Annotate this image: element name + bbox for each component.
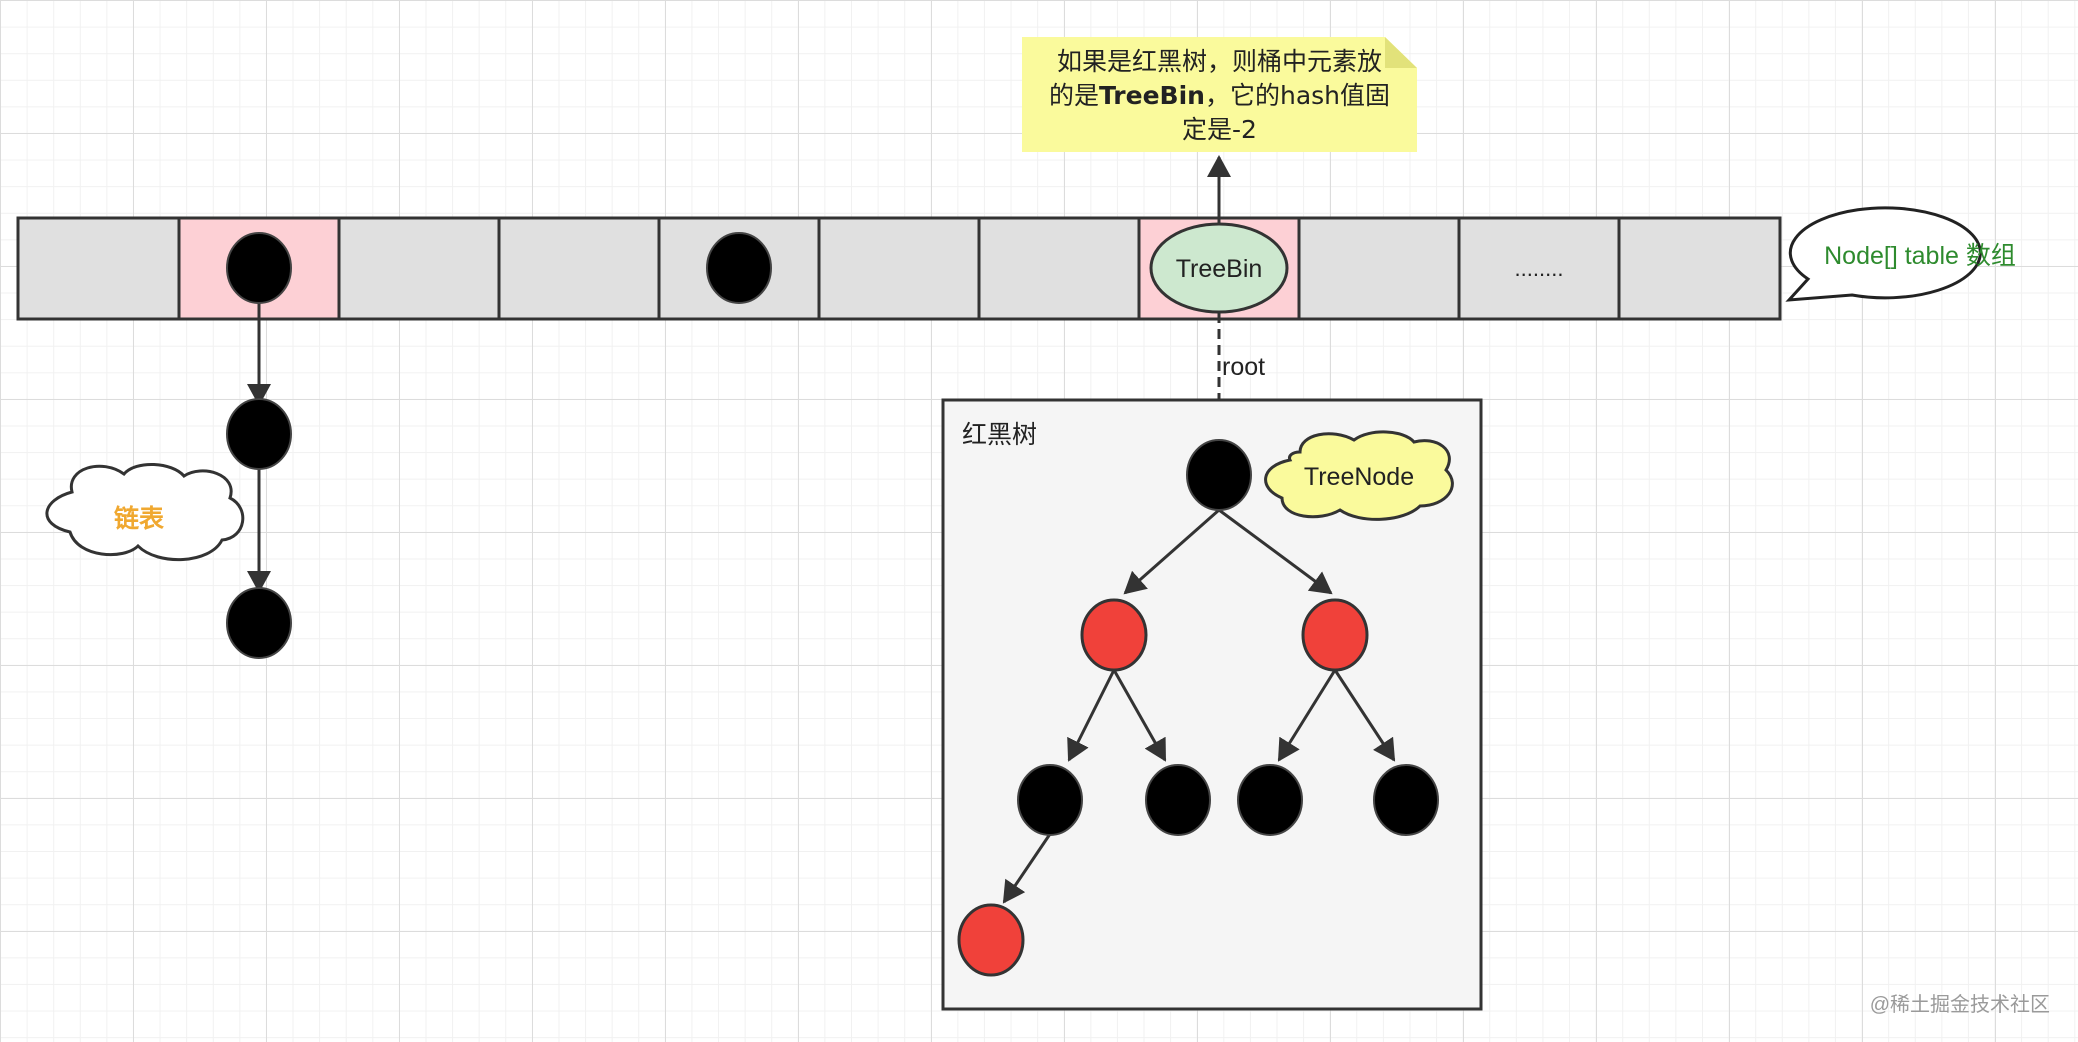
note-line-3: 定是-2: [1182, 115, 1257, 144]
tree-black-node: [1237, 764, 1303, 836]
table-cell: [497, 216, 661, 321]
table-cell: [977, 216, 1141, 321]
hash-note: [1022, 37, 1417, 152]
tree-root-node: [1186, 439, 1252, 511]
tree-edge: [1123, 508, 1220, 595]
linked-list-label: 链表: [114, 504, 165, 533]
linked-list-cloud: 链表: [45, 462, 245, 562]
table-cell: [16, 216, 181, 321]
root-label: root: [1222, 353, 1265, 381]
table-cell: [337, 216, 501, 321]
bucket-node: [226, 232, 292, 304]
note-line-2: 的是TreeBin，它的hash值固: [1046, 79, 1393, 113]
node-table: [16, 216, 1782, 321]
tree-black-node: [1017, 764, 1083, 836]
table-ellipsis: ........: [1515, 256, 1564, 281]
note-line-2-prefix: 的是: [1048, 81, 1099, 110]
tree-edge: [1067, 669, 1116, 762]
bucket-node: [706, 232, 772, 304]
treebin-label: TreeBin: [1176, 255, 1263, 283]
table-callout: Node[] table 数组: [1785, 206, 2016, 302]
note-treebin-bold: TreeBin: [1098, 81, 1205, 110]
tree-edge: [1002, 833, 1052, 904]
table-cell: [1617, 216, 1782, 321]
tree-black-node: [1373, 764, 1439, 836]
treenode-cloud: TreeNode: [1264, 430, 1454, 521]
list-node: [226, 398, 292, 470]
tree-red-node: [1080, 598, 1148, 672]
tree-black-node: [1145, 764, 1211, 836]
hash-note-text: 如果是红黑树，则桶中元素放 的是TreeBin，它的hash值固 定是-2: [1022, 37, 1417, 152]
treenode-label: TreeNode: [1304, 463, 1414, 491]
tree-edge: [1333, 669, 1396, 762]
table-callout-label: Node[] table 数组: [1824, 242, 2016, 270]
tree-edge: [1277, 669, 1337, 762]
list-node: [226, 587, 292, 659]
watermark: @稀土掘金技术社区: [1870, 993, 2050, 1016]
table-cell: [1297, 216, 1461, 321]
tree-red-node: [1301, 598, 1369, 672]
table-cell: [1457, 216, 1621, 321]
treebin-node: TreeBin: [1149, 222, 1289, 314]
tree-red-node: [957, 903, 1025, 977]
note-line-2-suffix: ，它的hash值固: [1204, 81, 1391, 110]
table-cell: [817, 216, 981, 321]
tree-edge: [1112, 669, 1167, 762]
tree-panel-title: 红黑树: [962, 421, 1037, 449]
note-line-1: 如果是红黑树，则桶中元素放: [1056, 47, 1382, 76]
tree-edge: [1218, 508, 1333, 595]
